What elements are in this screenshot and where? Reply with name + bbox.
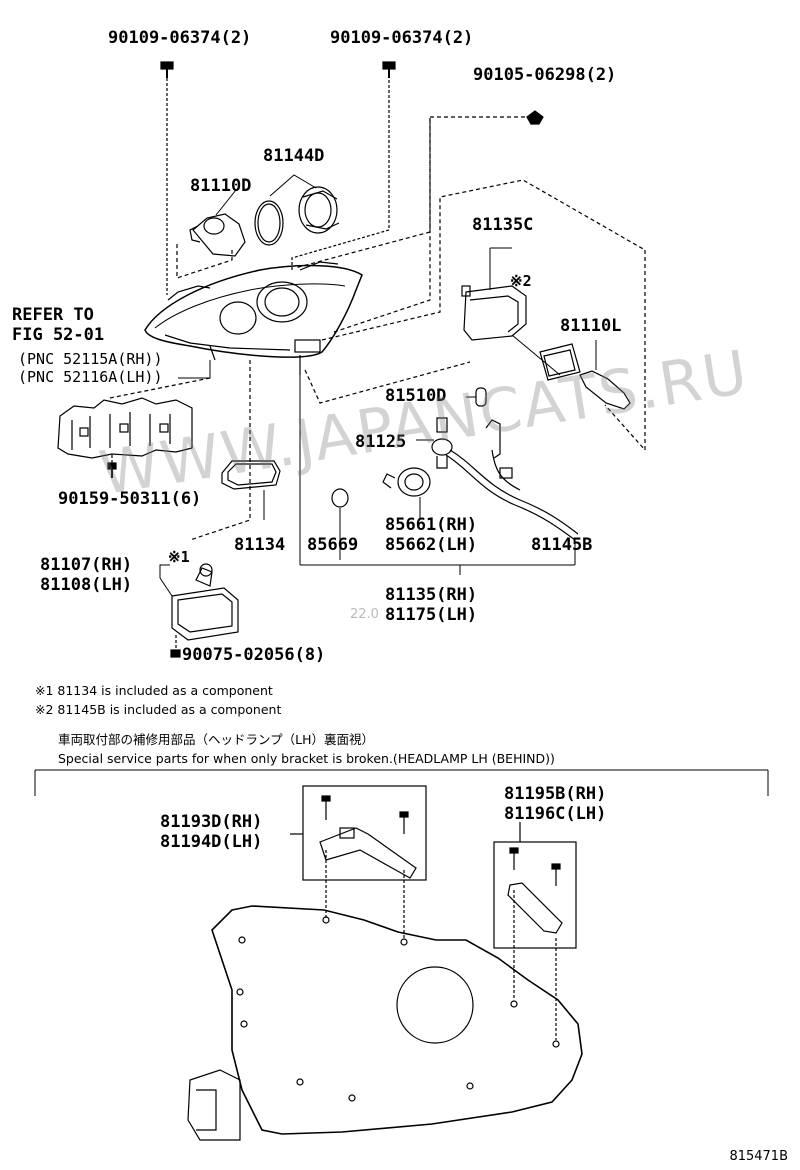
label-81510d: 81510D bbox=[385, 386, 447, 406]
date-stamp: 22.0 bbox=[350, 607, 379, 622]
ring-81144d bbox=[254, 200, 284, 246]
bolt-90109-right bbox=[291, 61, 396, 270]
label-81194d-lh: 81194D(LH) bbox=[160, 832, 263, 852]
bracket-81195b bbox=[507, 847, 563, 934]
bolt-90109-left bbox=[160, 61, 174, 295]
bolt-90105 bbox=[526, 110, 544, 125]
section-title-en: Special service parts for when only brac… bbox=[58, 751, 555, 766]
label-90159-50311: 90159-50311(6) bbox=[58, 489, 202, 509]
harness-81145b bbox=[445, 419, 579, 541]
refer-pnc-note: (PNC 52115A(RH)) (PNC 52116A(LH)) bbox=[18, 350, 163, 386]
label-81134: 81134 bbox=[234, 535, 286, 555]
ballast-81135c bbox=[461, 247, 527, 341]
label-81110d: 81110D bbox=[190, 176, 252, 196]
label-81107-rh: 81107(RH) bbox=[40, 555, 133, 575]
label-mark-1: ※1 bbox=[168, 548, 190, 566]
kit-box-81193d bbox=[302, 785, 427, 881]
label-81135c: 81135C bbox=[472, 215, 534, 235]
label-85669: 85669 bbox=[307, 535, 359, 555]
socket-81125 bbox=[416, 417, 453, 469]
refer-line-3: (PNC 52115A(RH)) bbox=[18, 350, 163, 368]
refer-line-1: REFER TO bbox=[12, 305, 94, 325]
bracket-81193d bbox=[319, 795, 417, 879]
figure-id: 815471B bbox=[729, 1149, 788, 1164]
label-81193d-rh: 81193D(RH) bbox=[160, 812, 263, 832]
section-title-jp: 車両取付部の補修用部品（ヘッドランプ（LH）裏面視） bbox=[58, 732, 374, 747]
screw-90075 bbox=[170, 649, 181, 658]
bulb-81110l bbox=[579, 340, 631, 410]
bracket-refer-52-01 bbox=[57, 397, 193, 459]
headlamp-housing bbox=[144, 261, 363, 375]
kit-box-81195b bbox=[493, 841, 577, 949]
label-mark-2: ※2 bbox=[510, 272, 532, 290]
label-81125: 81125 bbox=[355, 432, 407, 452]
gasket-81134 bbox=[221, 460, 281, 490]
label-81110l: 81110L bbox=[560, 316, 622, 336]
socket-85661 bbox=[382, 467, 431, 497]
label-81175-lh: 81175(LH) bbox=[385, 605, 478, 625]
label-81108-lh: 81108(LH) bbox=[40, 575, 133, 595]
refer-line-4: (PNC 52116A(LH)) bbox=[18, 368, 163, 386]
label-90075-02056: 90075-02056(8) bbox=[182, 645, 326, 665]
label-85661-rh: 85661(RH) bbox=[385, 515, 478, 535]
refer-to-fig-note: REFER TO FIG 52-01 bbox=[12, 305, 104, 345]
cover-81107 bbox=[171, 563, 239, 641]
bulb-81110d bbox=[189, 213, 246, 257]
label-81135-rh: 81135(RH) bbox=[385, 585, 478, 605]
label-90109-06374-right: 90109-06374(2) bbox=[330, 28, 474, 48]
label-90105-06298: 90105-06298(2) bbox=[473, 65, 617, 85]
label-81144d: 81144D bbox=[263, 146, 325, 166]
label-81196c-lh: 81196C(LH) bbox=[504, 804, 607, 824]
socket-81144d bbox=[298, 186, 340, 234]
label-81195b-rh: 81195B(RH) bbox=[504, 784, 607, 804]
bulb-81510d bbox=[466, 387, 487, 407]
footnote-2: ※2 81145B is included as a component bbox=[35, 702, 282, 717]
label-90109-06374-left: 90109-06374(2) bbox=[108, 28, 252, 48]
gasket-81110l bbox=[539, 343, 581, 381]
label-81145b: 81145B bbox=[531, 535, 593, 555]
refer-line-2: FIG 52-01 bbox=[12, 325, 105, 345]
oring-85669 bbox=[331, 488, 349, 508]
headlamp-back-view bbox=[187, 905, 583, 1141]
label-85662-lh: 85662(LH) bbox=[385, 535, 478, 555]
footnote-1: ※1 81134 is included as a component bbox=[35, 683, 273, 698]
